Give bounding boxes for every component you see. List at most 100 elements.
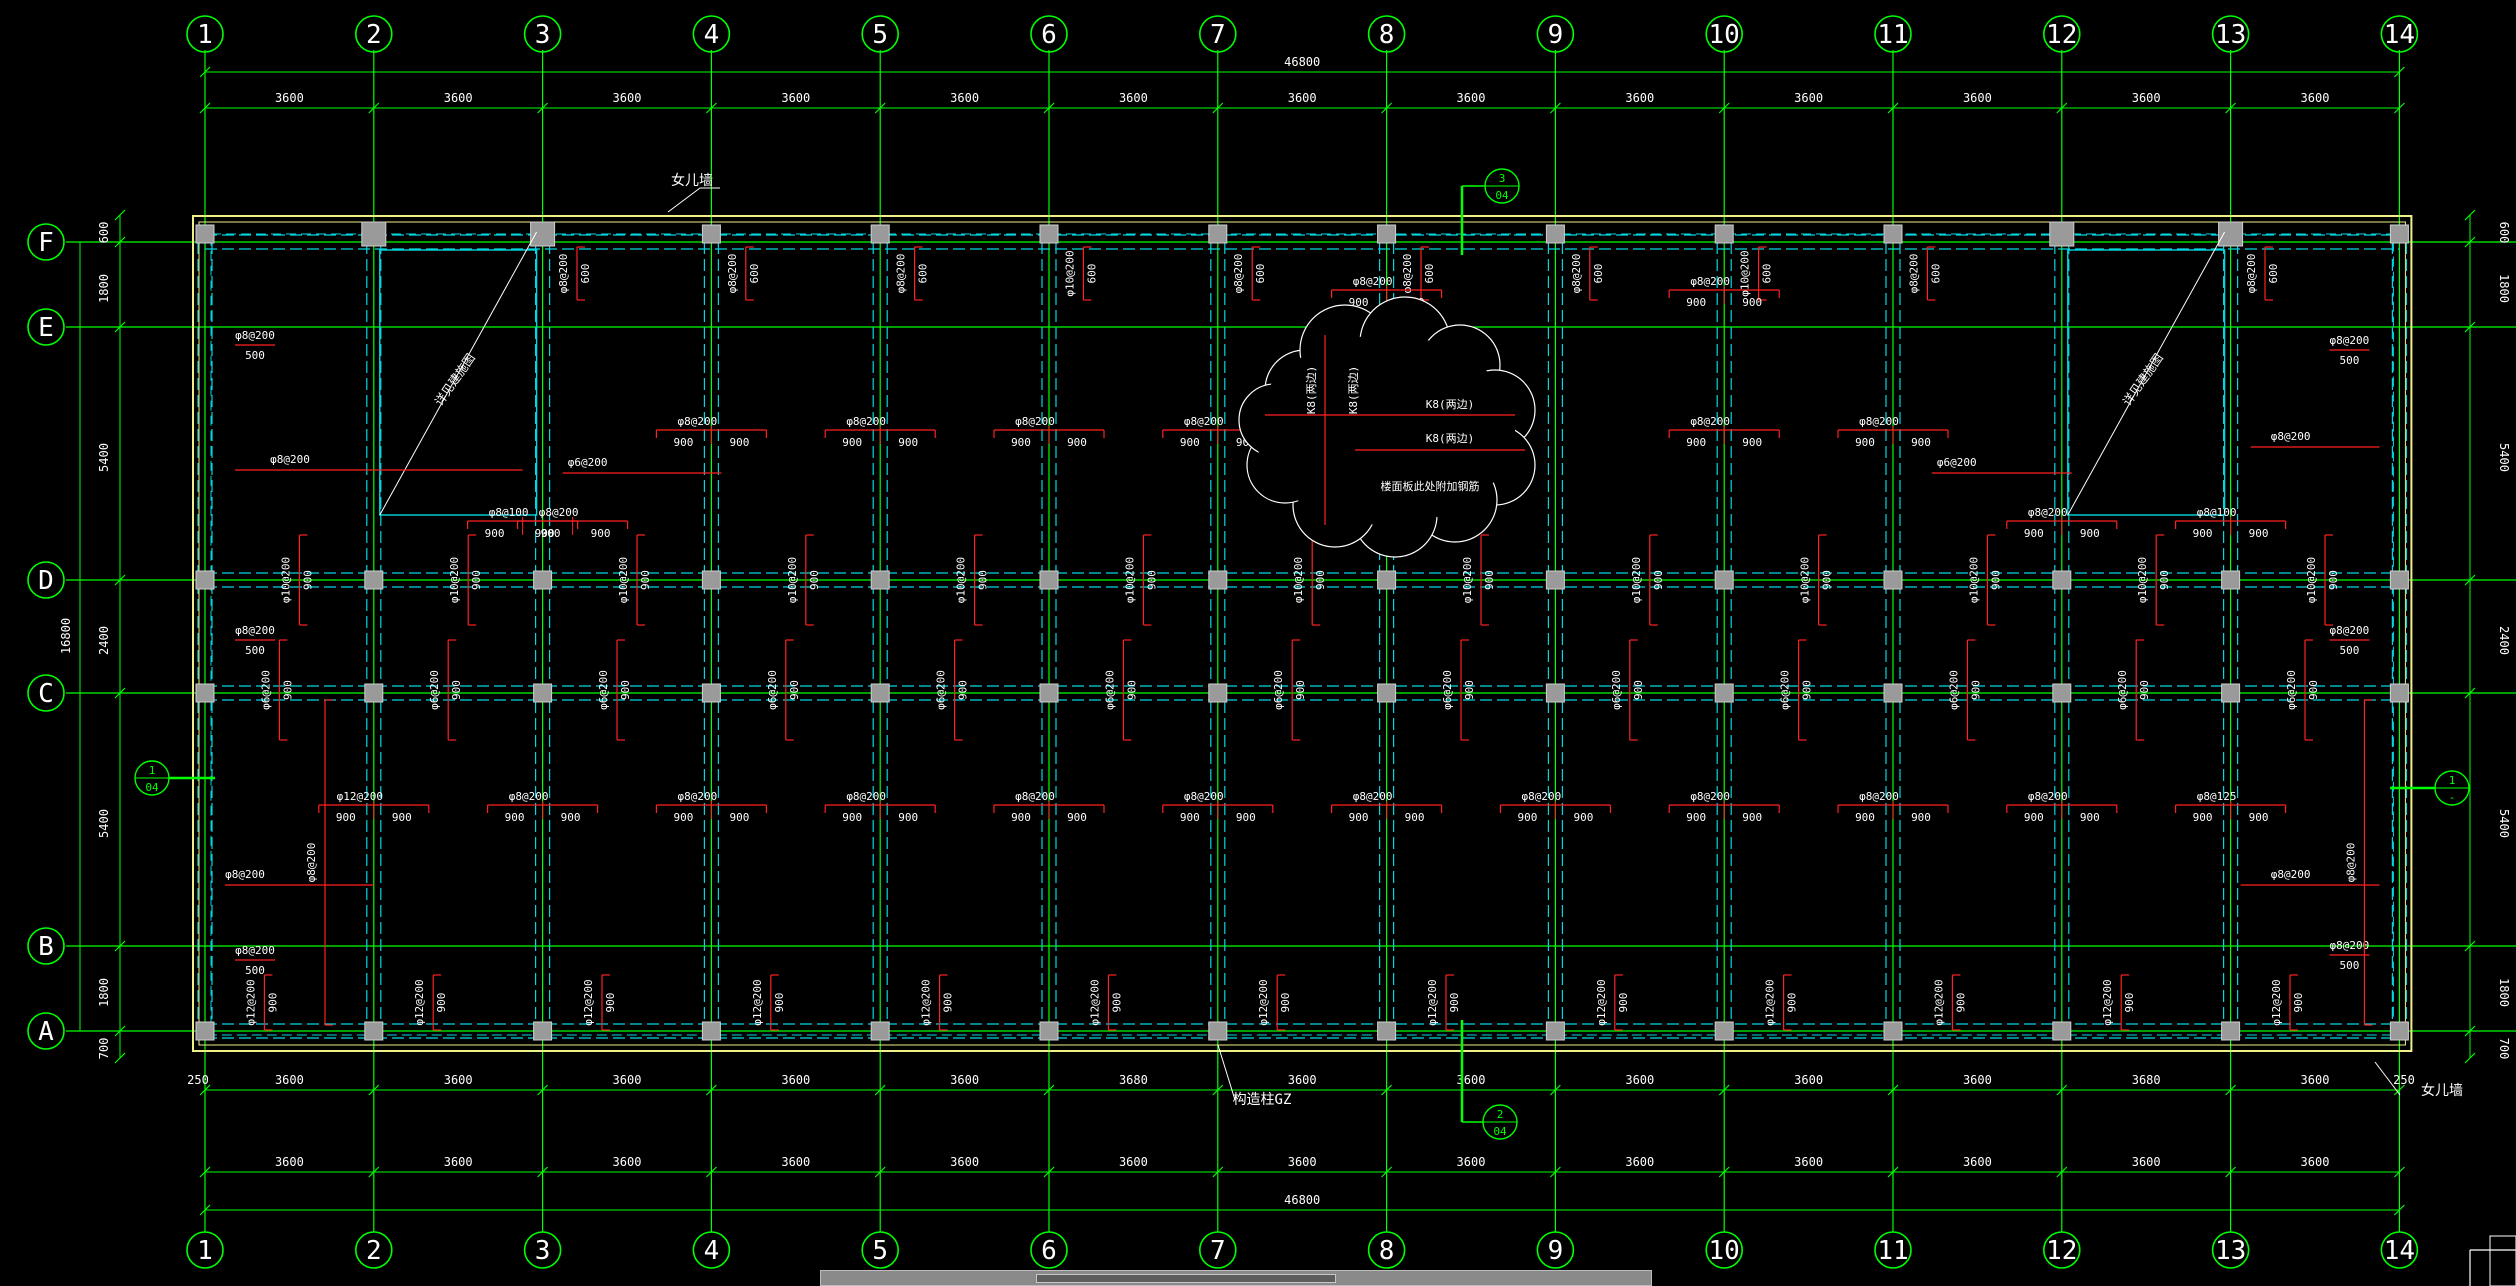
bar-CB-4-label: φ8@200 [1015,790,1055,803]
bottom-near-dim-text: 3600 [275,1073,304,1087]
top-span-dim-text: 3600 [1457,91,1486,105]
strip-DC-6-len: 900 [1294,680,1307,700]
bar-CB-0-len: 900 [392,811,412,824]
bar-ED-12-len: 900 [2249,527,2269,540]
bottom-near-dim-tick [537,1084,549,1096]
column [2221,1021,2241,1041]
strip-DC-11-label: φ6@200 [2116,670,2129,710]
bar-CB-6-label: φ8@200 [1353,790,1393,803]
strip-DC-10-label: φ6@200 [1947,670,1960,710]
bar-CB-9-label: φ8@200 [1859,790,1899,803]
grid-label-bottom-13: 13 [2215,1236,2246,1266]
grid-bubble-bottom-13 [2211,1231,2250,1269]
bottom-span-dim-tick [1212,1166,1224,1178]
bottom-near-dim-text: 3600 [1794,1073,1823,1087]
strip-DC-top-8-label: φ10@200 [1630,557,1643,603]
bar-ED-10-label: φ8@200 [1859,415,1899,428]
bar-CB-0-len: 900 [336,811,356,824]
bottom-span-dim-text: 3600 [2132,1155,2161,1169]
strip-DC-top-12-label: φ10@200 [2305,557,2318,603]
grid-label-bottom-12: 12 [2046,1236,2077,1266]
bottom-span-dim-text: 3600 [275,1155,304,1169]
right-row-dim-tick [2464,940,2476,952]
left-row-dim-tick [114,321,126,333]
strip-FE-10-len: 600 [1929,264,1942,284]
bar-CB-8-label: φ8@200 [1690,790,1730,803]
grid-label-top-13: 13 [2215,20,2246,50]
bar-CB-11-label: φ8@125 [2197,790,2237,803]
top-span-dim-tick [199,102,211,114]
top-span-dim-text: 3600 [613,91,642,105]
column [1545,1021,1565,1041]
grid-bubble-F [27,223,65,261]
horizontal-scrollbar[interactable] [820,1270,1652,1286]
grid-label-top-2: 2 [366,20,382,50]
grid-label-top-14: 14 [2384,20,2415,50]
vertical-bar-right-label: φ8@200 [2344,843,2357,883]
strip-DC-top-3-len: 900 [808,570,821,590]
bar-CB-7-len: 900 [1573,811,1593,824]
column [364,683,384,703]
grid-bubble-bottom-6 [1030,1231,1068,1269]
bar-ED-5-len: 900 [1067,436,1087,449]
bar-CB-11-len: 900 [2249,811,2269,824]
grid-label-bottom-9: 9 [1548,1236,1564,1266]
right-row-dim-text: 1800 [2497,274,2511,303]
strip-DC-5-label: φ6@200 [1103,670,1116,710]
cloud-fill [1255,335,1515,525]
top-span-dim-text: 3600 [1119,91,1148,105]
strip-DC-top-10-label: φ10@200 [1967,557,1980,603]
grid-bubble-D [27,561,65,599]
edge-bar-len-2: 500 [245,964,265,977]
right-row-dim-text: 700 [2497,1038,2511,1060]
grid-bubble-top-7 [1199,15,1237,53]
right-row-dim-text: 5400 [2497,443,2511,472]
strip-DC-top-5-len: 900 [1145,570,1158,590]
right-row-dim-tick [2464,687,2476,699]
scrollbar-thumb[interactable] [1036,1274,1336,1283]
grid-bubble-top-12 [2043,15,2081,53]
cloud-note: 楼面板此处附加钢筋 [1381,479,1480,493]
column [701,1021,721,1041]
bottom-span-dim-text: 3600 [1119,1155,1148,1169]
top-span-dim-text: 3600 [1794,91,1823,105]
edge-dim-right: 250 [2393,1073,2415,1087]
top-total-tick [2393,66,2405,78]
bottom-near-dim-tick [2393,1084,2405,1096]
right-row-dim-tick [2464,574,2476,586]
column [2389,570,2409,590]
top-span-dim-tick [1381,102,1393,114]
column [1883,1021,1903,1041]
strip-DC-top-11-label: φ10@200 [2136,557,2149,603]
column [1039,570,1059,590]
grid-bubble-bottom-11 [1874,1231,1912,1269]
bottom-span-dim-text: 3600 [1457,1155,1486,1169]
strip-FE-6-len: 600 [1254,264,1267,284]
column [1714,224,1734,244]
top-span-dim-tick [1887,102,1899,114]
top-span-dim-tick [1043,102,1055,114]
column [533,570,553,590]
strip-BA-9-len: 900 [1786,993,1799,1013]
strip-BA-1-label: φ12@200 [413,979,426,1025]
strip-BA-0-label: φ12@200 [244,979,257,1025]
grid-bubble-top-9 [1536,15,1575,53]
strip-FE-8-len: 600 [1592,264,1605,284]
strip-DC-top-9-label: φ10@200 [1799,557,1812,603]
strip-DC-3-label: φ6@200 [766,670,779,710]
bar-ED-9b-len: 900 [1742,296,1762,309]
bar-CB-5-label: φ8@200 [1184,790,1224,803]
column [2052,570,2072,590]
grid-label-A: A [38,1017,54,1047]
bar-CB-10-len: 900 [2080,811,2100,824]
bar-CB-4-len: 900 [1011,811,1031,824]
bar-CB-5-len: 900 [1180,811,1200,824]
grid-label-bottom-10: 10 [1709,1236,1740,1266]
strip-FE-4-label: φ8@200 [895,254,908,294]
strip-BA-3-label: φ12@200 [751,979,764,1025]
strip-DC-4-len: 900 [957,680,970,700]
left-row-dim-text: 5400 [97,443,111,472]
long-bar-ED-left-label: φ8@200 [270,453,310,466]
bar-CB-1-label: φ8@200 [509,790,549,803]
